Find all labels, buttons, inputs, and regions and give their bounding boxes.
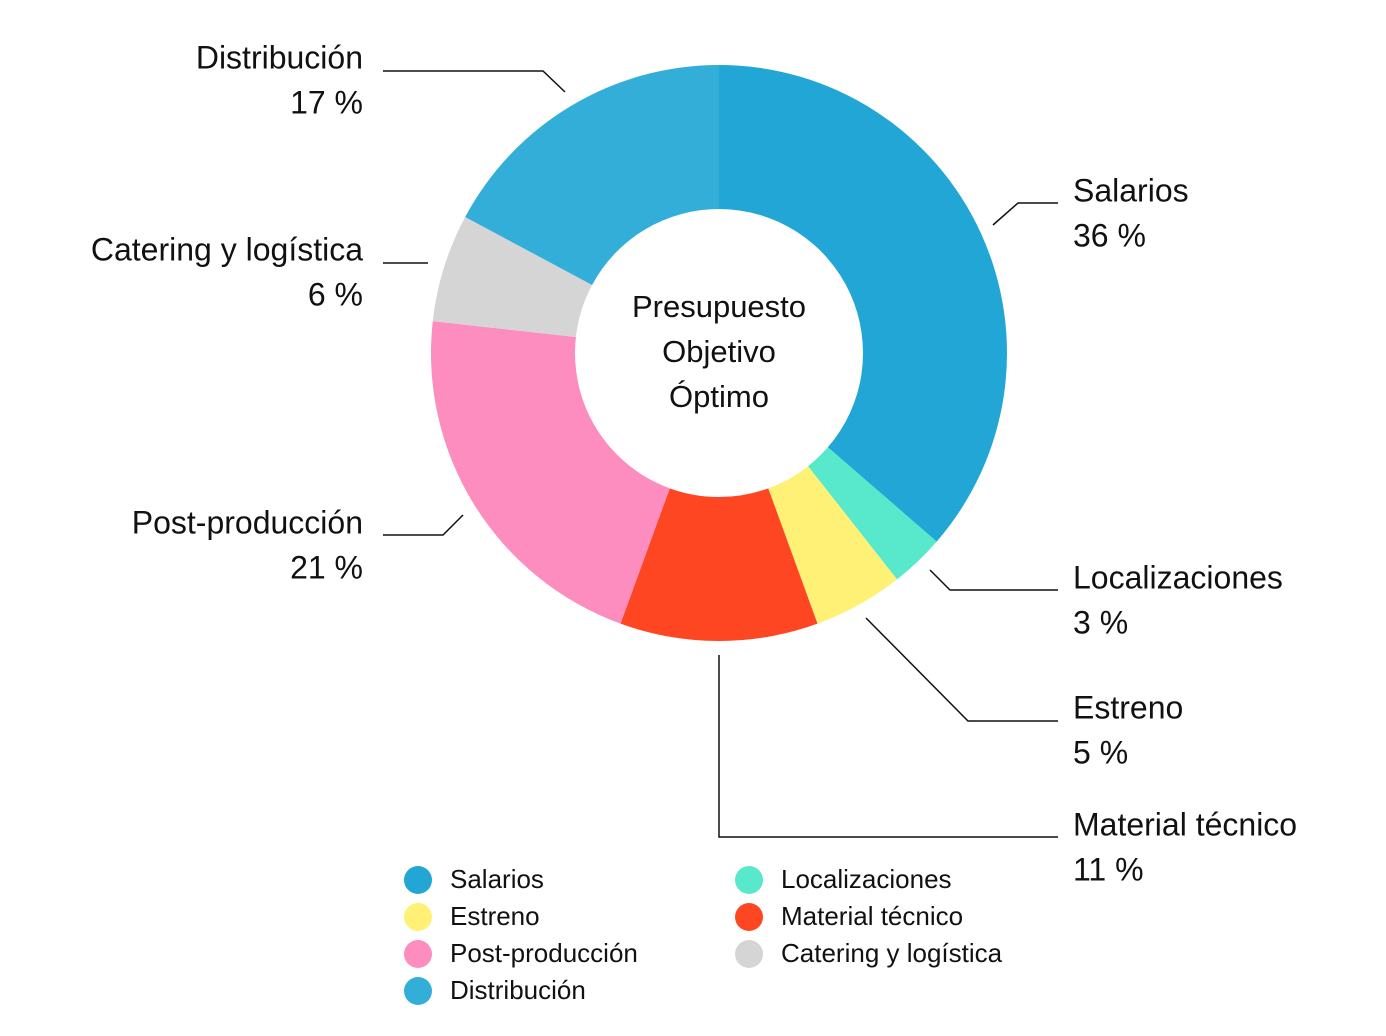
legend-swatch-material-tecnico xyxy=(735,903,763,931)
legend-label-post-produccion: Post-producción xyxy=(450,938,638,968)
legend-label-material-tecnico: Material técnico xyxy=(781,901,963,931)
slice-label-material-tecnico: Material técnico xyxy=(1073,806,1297,842)
leader-line-distribucion xyxy=(383,70,566,93)
slice-estreno xyxy=(768,466,898,624)
legend-label-estreno: Estreno xyxy=(450,901,540,931)
leader-line-salarios xyxy=(992,202,1058,226)
slice-value-post-produccion: 21 % xyxy=(290,549,363,585)
leader-line-material-tecnico xyxy=(718,655,1058,838)
legend-label-localizaciones: Localizaciones xyxy=(781,864,952,894)
slice-label-distribucion: Distribución xyxy=(196,39,363,75)
slice-label-localizaciones: Localizaciones xyxy=(1073,559,1283,595)
slice-value-localizaciones: 3 % xyxy=(1073,604,1128,640)
legend-label-catering-y-logistica: Catering y logística xyxy=(781,938,1003,968)
legend-swatch-localizaciones xyxy=(735,866,763,894)
center-label-line-3: Óptimo xyxy=(669,379,769,414)
leader-lines xyxy=(383,70,1058,838)
slice-value-material-tecnico: 11 % xyxy=(1073,851,1144,887)
slice-value-salarios: 36 % xyxy=(1073,217,1146,253)
center-label-line-2: Objetivo xyxy=(662,334,776,369)
donut-slices xyxy=(431,65,1007,641)
slice-label-post-produccion: Post-producción xyxy=(132,504,363,540)
slice-post-produccion xyxy=(431,321,670,624)
slice-label-salarios: Salarios xyxy=(1073,172,1189,208)
slice-salarios xyxy=(719,65,1007,542)
slice-localizaciones xyxy=(808,447,937,580)
slice-value-distribucion: 17 % xyxy=(290,84,363,120)
center-label-line-1: Presupuesto xyxy=(632,289,806,324)
slice-catering-y-logistica xyxy=(432,216,593,338)
leader-line-post-produccion xyxy=(383,514,464,536)
leader-line-localizaciones xyxy=(929,569,1058,591)
slice-value-catering-y-logistica: 6 % xyxy=(308,276,363,312)
legend-label-distribucion: Distribución xyxy=(450,975,586,1005)
legend-swatch-distribucion xyxy=(404,977,432,1005)
slice-value-estreno: 5 % xyxy=(1073,734,1128,770)
slice-material-tecnico xyxy=(620,488,818,641)
slice-distribucion xyxy=(465,65,719,285)
legend-label-salarios: Salarios xyxy=(450,864,544,894)
legend-swatch-post-produccion xyxy=(404,940,432,968)
legend-swatch-estreno xyxy=(404,903,432,931)
slice-label-estreno: Estreno xyxy=(1073,689,1183,725)
slice-labels: Salarios 36 % Localizaciones 3 % Estreno 5 % M… xyxy=(91,39,1297,887)
legend-swatch-salarios xyxy=(404,866,432,894)
slice-label-catering-y-logistica: Catering y logística xyxy=(91,231,363,267)
legend-swatch-catering-y-logistica xyxy=(735,940,763,968)
leader-line-estreno xyxy=(865,617,1058,722)
